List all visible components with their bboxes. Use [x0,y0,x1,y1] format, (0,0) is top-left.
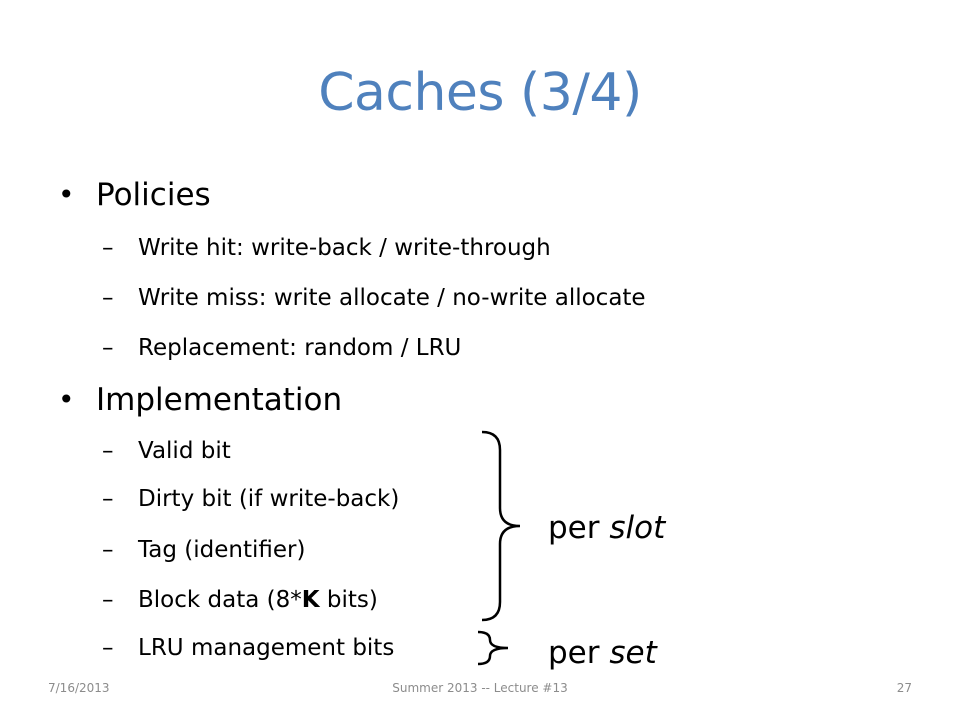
sub-bullet-dash: – [102,635,114,661]
annotation-word: slot [609,510,666,546]
sub-bullet-dash: – [102,438,114,464]
sub-bullet-text: Write hit: write-back / write-through [138,235,551,261]
sub-bullet-text: Dirty bit (if write-back) [138,486,400,512]
brace-graphic [477,430,521,666]
sub-bullet-text: Replacement: random / LRU [138,335,462,361]
sub-bullet-text: LRU management bits [138,635,395,661]
bullet-dot: • [58,178,75,211]
block-data-k: K [301,587,320,613]
sub-bullet-text: Block data (8*K bits) [138,585,378,615]
sub-bullet-dash: – [102,335,114,361]
footer-title: Summer 2013 -- Lecture #13 [392,681,568,695]
block-data-prefix: Block data (8* [138,587,302,613]
sub-bullet-dash: – [102,235,114,261]
footer-page-number: 27 [896,681,912,695]
sub-bullet-dash: – [102,537,114,563]
sub-bullet-text: Valid bit [138,438,231,464]
annotation-per-set: per set [548,633,657,673]
sub-bullet-dash: – [102,486,114,512]
block-data-suffix: bits) [319,587,378,613]
per-set-brace [477,630,509,666]
sub-bullet-dash: – [102,587,114,613]
annotation-per-slot: per slot [548,508,665,548]
annotation-prefix: per [548,635,610,671]
bullet-heading: Policies [96,177,211,213]
annotation-word: set [609,635,657,671]
sub-bullet-text: Tag (identifier) [138,537,306,563]
sub-bullet-text: Write miss: write allocate / no-write al… [138,285,646,311]
annotation-prefix: per [548,510,610,546]
slide-title: Caches (3/4) [318,63,642,123]
sub-bullet-dash: – [102,285,114,311]
bullet-heading: Implementation [96,382,343,418]
footer-date: 7/16/2013 [48,681,110,695]
bullet-dot: • [58,383,75,416]
per-slot-brace [481,430,521,622]
